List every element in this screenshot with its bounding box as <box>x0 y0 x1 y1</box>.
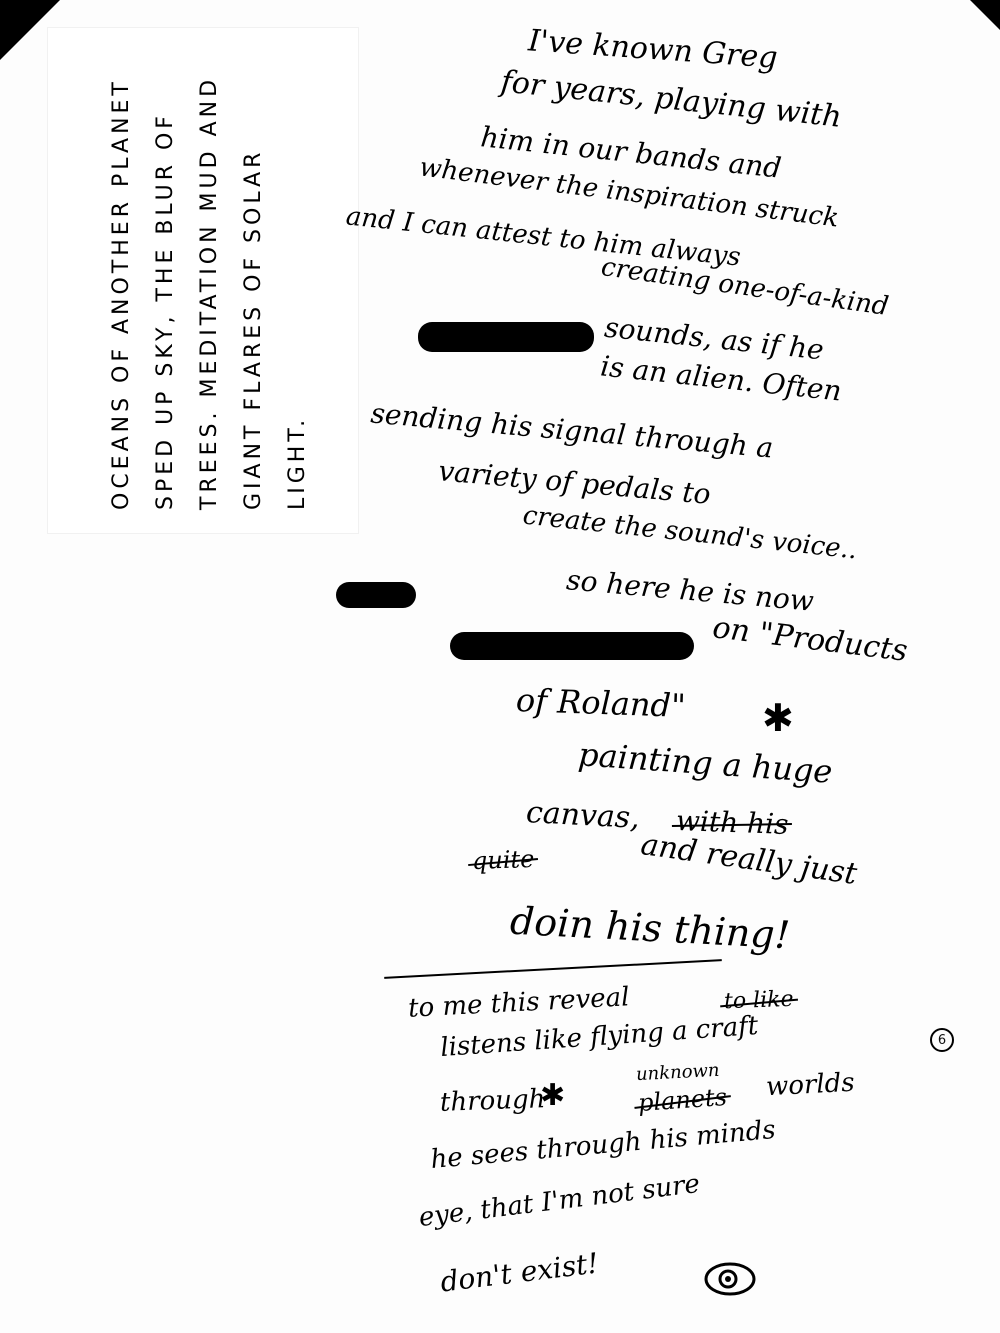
redaction-bar <box>418 322 594 352</box>
handwritten-line: of Roland" <box>515 681 687 725</box>
caps-line: SPED UP SKY, THE BLUR OF <box>153 112 178 510</box>
handwritten-line: creating one-of-a-kind <box>599 251 891 323</box>
eye-icon <box>704 1262 756 1296</box>
handwritten-line: for years, playing with <box>499 64 844 135</box>
handwritten-line: canvas, <box>525 795 641 836</box>
handwritten-line: he sees through his minds <box>429 1114 777 1176</box>
handwritten-line: on "Products <box>710 610 910 669</box>
handwritten-line: so here he is now <box>565 563 816 618</box>
struck-word: quite <box>471 844 535 876</box>
struck-word: to like <box>723 986 794 1015</box>
divider-stroke <box>384 959 722 979</box>
pasted-note-paper <box>48 28 358 533</box>
scribbled-out-word: ✱ <box>762 696 794 740</box>
caps-line: LIGHT. <box>285 415 310 510</box>
page-corner-shadow <box>970 0 1000 30</box>
handwritten-line: variety of pedals to <box>437 454 712 511</box>
redaction-bar <box>450 632 694 660</box>
caps-line: OCEANS OF ANOTHER PLANET <box>109 78 134 510</box>
caps-line: GIANT FLARES OF SOLAR <box>241 148 266 510</box>
rotated-caps-note: OCEANS OF ANOTHER PLANET SPED UP SKY, TH… <box>100 30 320 510</box>
handwritten-line: don't exist! <box>438 1246 601 1299</box>
handwritten-line: painting a huge <box>576 735 834 791</box>
handwritten-line: I've known Greg <box>527 23 779 76</box>
handwritten-line: create the sound's voice.. <box>521 500 859 566</box>
handwritten-line: through <box>439 1084 546 1118</box>
handwritten-line: eye, that I'm not sure <box>417 1168 702 1234</box>
page-number: 6 <box>930 1028 954 1052</box>
caps-line: TREES. MEDITATION MUD AND <box>197 75 222 510</box>
handwritten-line: doin his thing! <box>509 898 792 958</box>
handwritten-line: sending his signal through a <box>369 396 775 465</box>
handwritten-line: worlds <box>765 1067 856 1103</box>
redaction-bar <box>336 582 416 608</box>
inserted-word: unknown <box>635 1059 721 1086</box>
struck-word: planets <box>637 1082 728 1118</box>
handwritten-line: to me this reveal <box>407 982 631 1024</box>
scribbled-out-word: ✱ <box>540 1078 566 1113</box>
